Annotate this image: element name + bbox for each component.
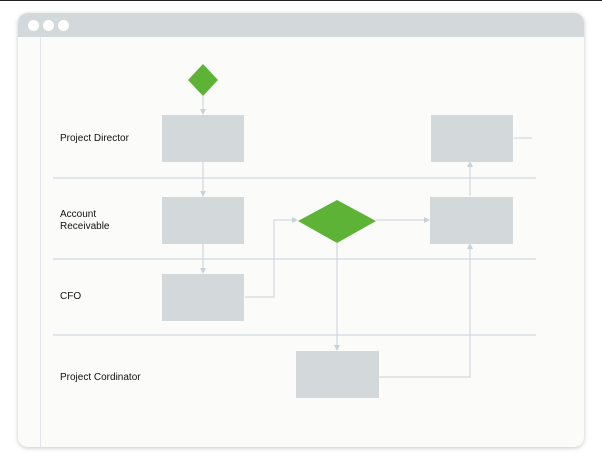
connector-task6-to-task4 (379, 243, 473, 378)
task-box-account-receivable[interactable] (162, 197, 244, 244)
task-box-account-receivable-2[interactable] (430, 197, 513, 244)
connector-task3-to-decision (245, 217, 298, 298)
window-titlebar (18, 13, 584, 37)
screen-top-rule (0, 0, 602, 1)
lane-label-project-cordinator: Project Cordinator (60, 372, 141, 383)
task-box-cfo[interactable] (162, 274, 244, 321)
start-decision-diamond[interactable] (188, 64, 218, 96)
lane-label-project-director: Project Director (60, 133, 129, 144)
lane-label-account-receivable: Account Receivable (60, 209, 110, 232)
window-minimize-dot-icon[interactable] (43, 20, 54, 31)
window-maximize-dot-icon[interactable] (58, 20, 69, 31)
lane-header-divider (40, 37, 41, 447)
task-box-project-cordinator[interactable] (296, 351, 379, 398)
lane-label-cfo: CFO (60, 291, 82, 302)
decision-diamond[interactable] (298, 200, 376, 243)
task-box-project-director[interactable] (162, 115, 244, 162)
task-box-project-director-2[interactable] (431, 115, 513, 162)
window-close-dot-icon[interactable] (28, 20, 39, 31)
